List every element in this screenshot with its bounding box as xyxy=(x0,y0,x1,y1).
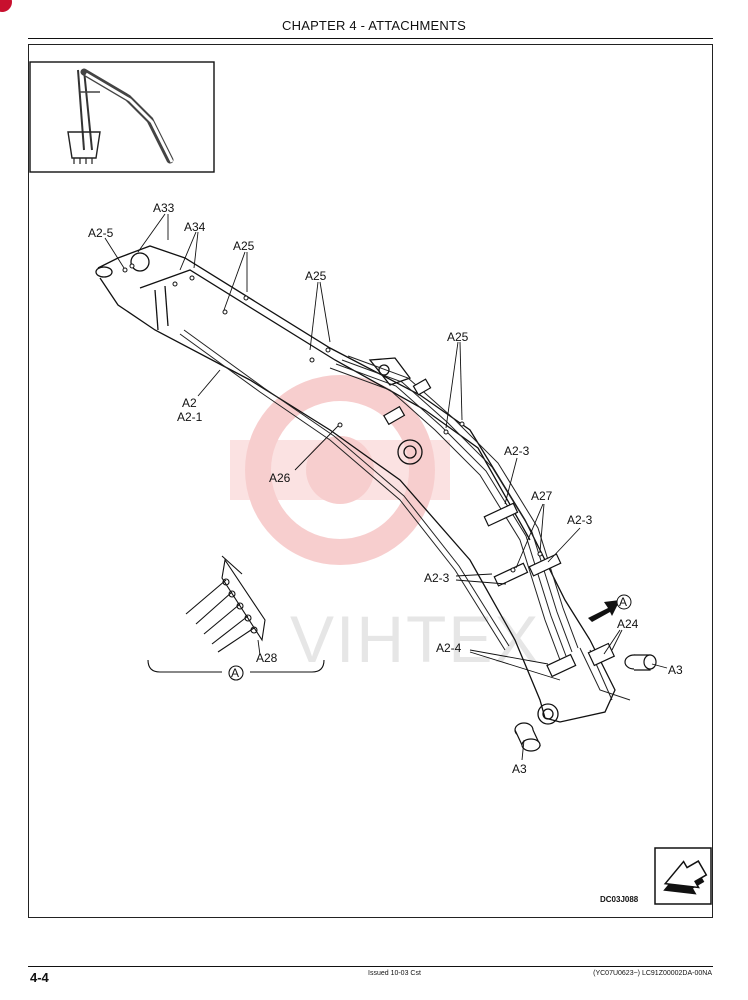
callout-a25-middle: A25 xyxy=(305,269,327,283)
chapter-header: CHAPTER 4 - ATTACHMENTS xyxy=(282,18,466,33)
callout-a2-5: A2-5 xyxy=(88,226,114,240)
watermark-logo xyxy=(230,375,450,565)
detail-a-label: A xyxy=(231,666,239,680)
navigation-corner-icon xyxy=(654,847,712,905)
detail-a-fittings xyxy=(147,555,325,681)
page-number: 4-4 xyxy=(30,970,49,985)
view-marker-arrow-label: A xyxy=(619,595,627,609)
callout-a3-right: A3 xyxy=(668,663,683,677)
callout-a24: A24 xyxy=(617,617,639,631)
bushing-parts xyxy=(514,654,657,752)
callout-a2-1: A2-1 xyxy=(177,410,203,424)
callout-a2-3-top: A2-3 xyxy=(504,444,530,458)
view-marker-arrow xyxy=(588,594,632,622)
issued-date: Issued 10-03 Cst xyxy=(368,970,421,977)
callout-a2: A2 xyxy=(182,396,197,410)
callout-a26: A26 xyxy=(269,471,291,485)
document-code: (YC07U0623~) LC91Z00002DA-00NA xyxy=(593,970,712,977)
header-rule xyxy=(28,38,713,39)
callout-a33: A33 xyxy=(153,201,175,215)
leader-lines xyxy=(104,213,668,761)
callout-a25-lower: A25 xyxy=(447,330,469,344)
footer-rule xyxy=(28,966,713,967)
callout-a3-bottom: A3 xyxy=(512,762,527,776)
corner-tab-mark xyxy=(0,0,12,12)
callout-a2-4: A2-4 xyxy=(436,641,462,655)
callout-a34: A34 xyxy=(184,220,206,234)
figure-frame xyxy=(28,44,713,918)
callout-a25-upper: A25 xyxy=(233,239,255,253)
callout-a27: A27 xyxy=(531,489,553,503)
callout-a28: A28 xyxy=(256,651,278,665)
hydraulic-lines xyxy=(179,329,631,701)
callout-a2-3-right: A2-3 xyxy=(567,513,593,527)
inset-thumbnail xyxy=(29,61,215,173)
watermark-text: VIHTEX xyxy=(290,602,540,676)
callout-a2-3-left: A2-3 xyxy=(424,571,450,585)
figure-code: DC03J088 xyxy=(600,895,639,904)
clamps xyxy=(383,378,616,678)
